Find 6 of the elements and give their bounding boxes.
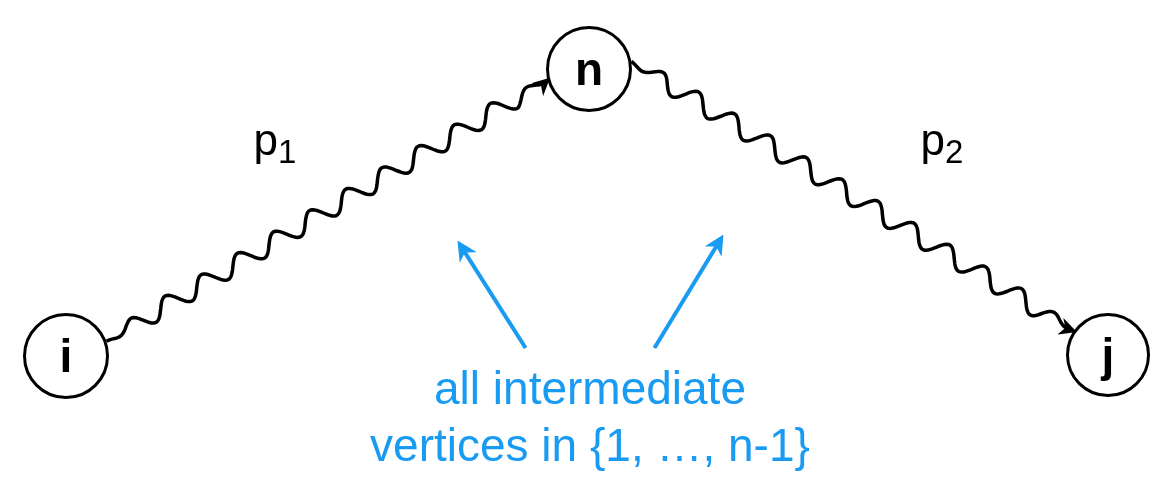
annotation-text: all intermediate vertices in {1, …, n-1}	[360, 352, 820, 482]
wavy-arrow	[630, 60, 1077, 335]
pointer-arrow	[652, 234, 724, 350]
vertex-label: n	[574, 46, 604, 92]
pointer-arrow	[457, 240, 528, 350]
vertex-label: i	[59, 333, 73, 379]
